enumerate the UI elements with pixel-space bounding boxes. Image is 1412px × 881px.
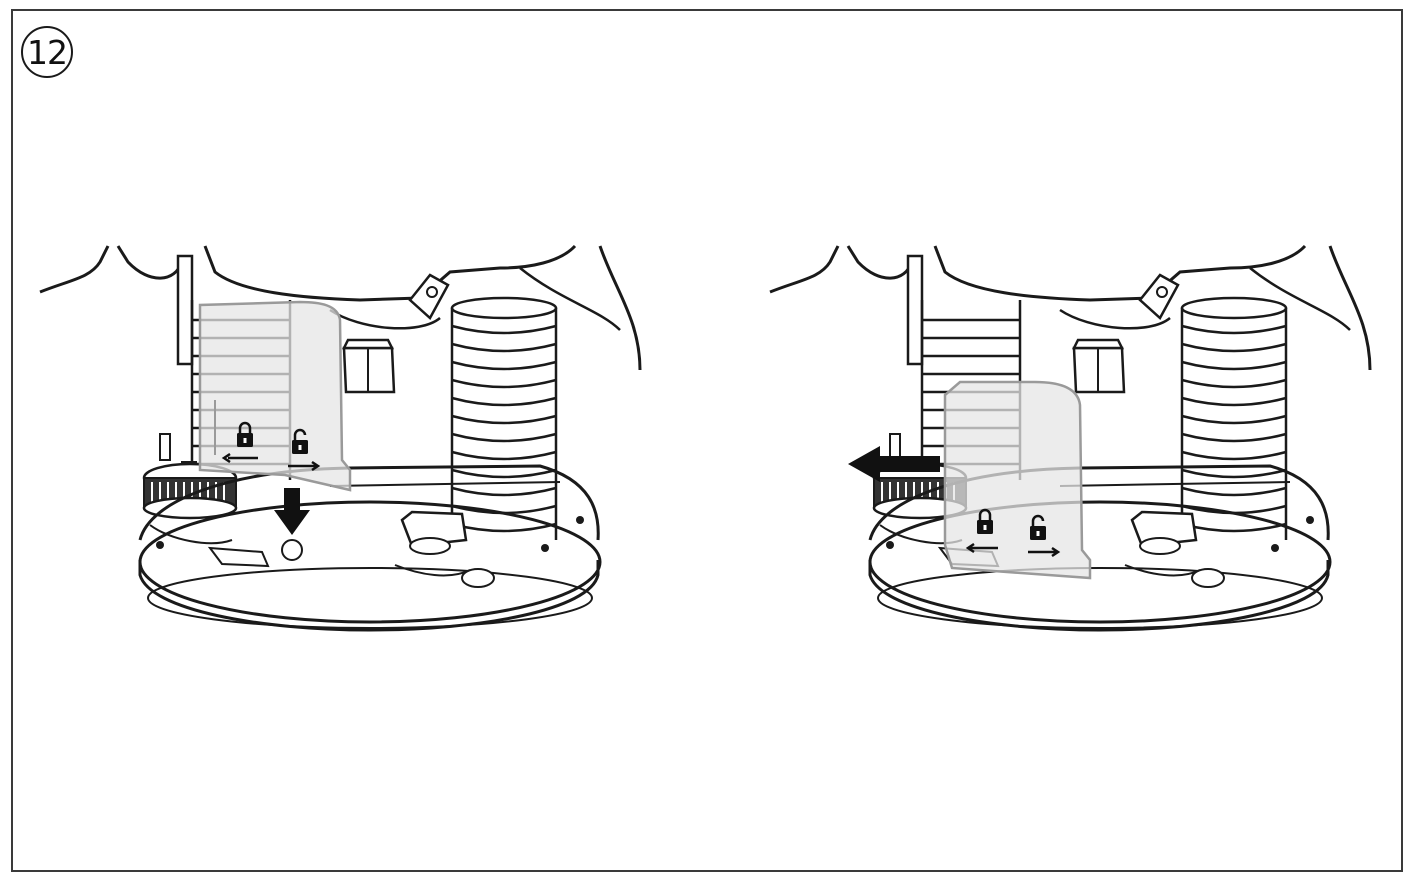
arrow-down-icon xyxy=(274,488,310,535)
arrow-left-icon xyxy=(848,446,940,482)
chip-guard-left xyxy=(198,300,352,492)
arrow-unlock-right xyxy=(1028,546,1061,558)
panel-guard-slide-right xyxy=(768,244,1372,632)
panel-guard-attached-left xyxy=(38,244,642,632)
arrow-lock-left xyxy=(221,452,258,464)
arrow-lock-left xyxy=(965,542,998,554)
step-number-badge: 12 xyxy=(21,26,73,78)
arrow-unlock-right xyxy=(288,460,321,472)
